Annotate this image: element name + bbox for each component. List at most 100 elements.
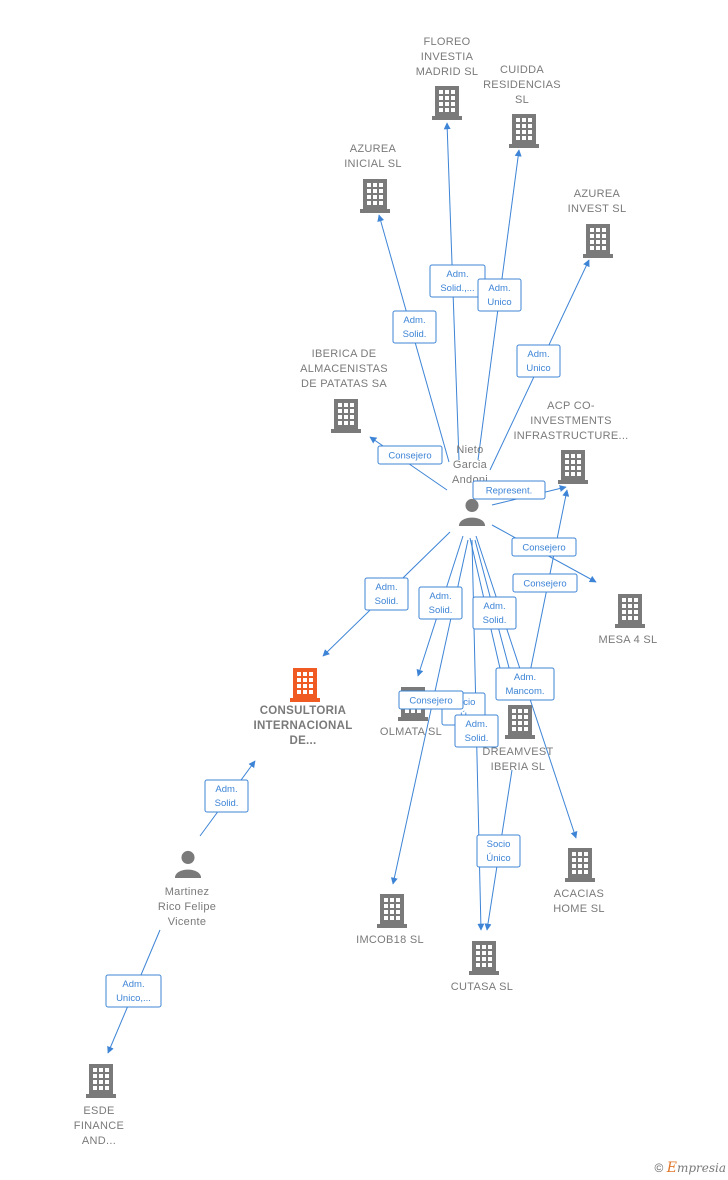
edge-label-text: Socio — [487, 839, 511, 850]
edge-label-text: Solid. — [465, 733, 489, 744]
node-azurea-invest[interactable]: AZUREA INVEST SL — [568, 188, 627, 258]
edge-label-text: Adm. — [514, 672, 536, 683]
edge-label-box — [476, 834, 521, 868]
edge-label-e-cuidda[interactable]: Adm. Unico — [477, 278, 522, 312]
node-esde[interactable]: ESDEFINANCEAND... — [74, 1064, 124, 1147]
node-label: AZUREA — [574, 188, 621, 200]
node-mesa4[interactable]: MESA 4 SL — [599, 594, 658, 646]
edge-label-text: Unico — [526, 363, 550, 374]
edge-label-e-adm-solid-small[interactable]: Adm. Solid. — [454, 714, 499, 748]
edge-label-text: Solid. — [429, 605, 453, 616]
edge-label-text: Consejero — [388, 451, 431, 462]
edge-label-text: Adm. — [465, 719, 487, 730]
edge-label-text: Adm. — [375, 582, 397, 593]
edge-label-text: Adm. — [429, 591, 451, 602]
edge-label-e-acp[interactable]: Represent. — [472, 480, 546, 500]
node-label: Vicente — [168, 916, 207, 928]
node-label: INICIAL SL — [344, 158, 402, 170]
edge-label-box — [512, 573, 578, 593]
node-label: OLMATA SL — [380, 726, 442, 738]
edge-label-e-mesa-c2[interactable]: Consejero — [512, 573, 578, 593]
node-label: AND... — [82, 1135, 116, 1147]
edge-label-e-consultoria[interactable]: Adm.Solid. — [364, 577, 409, 611]
edge-label-box — [377, 445, 443, 465]
edge-label-e-olmata-cons[interactable]: Consejero — [398, 690, 464, 710]
person-icon — [458, 498, 486, 526]
node-label: DE... — [289, 735, 316, 747]
building-icon — [290, 668, 320, 702]
edge-label-text: Adm. — [446, 269, 468, 280]
node-iberica[interactable]: IBERICA DE ALMACENISTAS DE PATATAS SA — [300, 348, 388, 433]
building-icon — [509, 114, 539, 148]
edge-label-e-dream-mancom[interactable]: Adm.Mancom. — [495, 667, 555, 701]
node-consultoria[interactable]: CONSULTORIAINTERNACIONALDE... — [253, 668, 352, 747]
node-label: INFRASTRUCTURE... — [513, 430, 628, 442]
edge-label-e-azurea-inicial[interactable]: Adm.Solid. — [392, 310, 437, 344]
node-label: IBERIA SL — [491, 761, 546, 773]
edge-label-text: Adm. — [122, 979, 144, 990]
edge-label-box — [516, 344, 561, 378]
edge-label-e-azurea-invest[interactable]: Adm.Unico — [516, 344, 561, 378]
edge-label-e-iberica[interactable]: Consejero — [377, 445, 443, 465]
building-icon — [505, 705, 535, 739]
node-label: Rico Felipe — [158, 901, 216, 913]
node-label: INVESTIA — [421, 51, 474, 63]
building-icon — [377, 894, 407, 928]
edge-label-text: Consejero — [522, 543, 565, 554]
node-label: INVEST SL — [568, 203, 627, 215]
edge-label-box — [105, 974, 162, 1008]
node-olmata[interactable]: OLMATA SL — [380, 687, 442, 738]
edge-label-box — [398, 690, 464, 710]
node-label: CONSULTORIA — [260, 705, 347, 717]
building-icon — [615, 594, 645, 628]
edge-label-e-olmata[interactable]: Adm. Solid. — [418, 586, 463, 620]
building-icon — [565, 848, 595, 882]
edge-label-text: Consejero — [523, 579, 566, 590]
edge-label-box — [204, 779, 249, 813]
edge-label-box — [511, 537, 577, 557]
edge-label-text: Adm. — [488, 283, 510, 294]
edge-label-box — [477, 278, 522, 312]
node-label: Nieto — [456, 444, 483, 456]
edge-label-text: Solid. — [483, 615, 507, 626]
edge-label-e-floreo[interactable]: Adm.Solid.,... — [429, 264, 486, 298]
node-imcob18[interactable]: IMCOB18 SL — [356, 894, 424, 946]
building-icon — [86, 1064, 116, 1098]
edge-label-box — [472, 480, 546, 500]
edge-label-e-martinez-cons[interactable]: Adm.Solid. — [204, 779, 249, 813]
edge-label-text: Unico — [487, 297, 511, 308]
building-icon — [558, 450, 588, 484]
node-label: MESA 4 SL — [599, 634, 658, 646]
edge-label-text: Unico,... — [116, 993, 151, 1004]
node-dreamvest[interactable]: DREAMVEST IBERIA SL — [482, 705, 553, 773]
edge-label-box — [472, 596, 517, 630]
edge-label-e-mesa-c1[interactable]: Consejero — [511, 537, 577, 557]
node-label: DE PATATAS SA — [301, 378, 387, 390]
edge-label-box — [418, 586, 463, 620]
node-label: IBERICA DE — [312, 348, 377, 360]
node-cutasa[interactable]: CUTASA SL — [451, 941, 513, 993]
building-icon — [583, 224, 613, 258]
node-label: DREAMVEST — [482, 746, 553, 758]
node-acp[interactable]: ACP CO-INVESTMENTSINFRASTRUCTURE... — [513, 400, 628, 484]
edge-label-text: Consejero — [409, 696, 452, 707]
node-label: Garcia — [453, 459, 488, 471]
node-label: ESDE — [83, 1105, 114, 1117]
edge-label-text: Único — [486, 853, 510, 864]
node-label: MADRID SL — [416, 66, 479, 78]
node-label: ALMACENISTAS — [300, 363, 388, 375]
edge-label-box — [392, 310, 437, 344]
edge-label-box — [364, 577, 409, 611]
edge-label-e-martinez-esde[interactable]: Adm. Unico,... — [105, 974, 162, 1008]
edge-label-e-dream-solid[interactable]: Adm.Solid. — [472, 596, 517, 630]
building-icon — [469, 941, 499, 975]
edge-label-text: Represent. — [486, 486, 532, 497]
node-label: INVESTMENTS — [530, 415, 612, 427]
